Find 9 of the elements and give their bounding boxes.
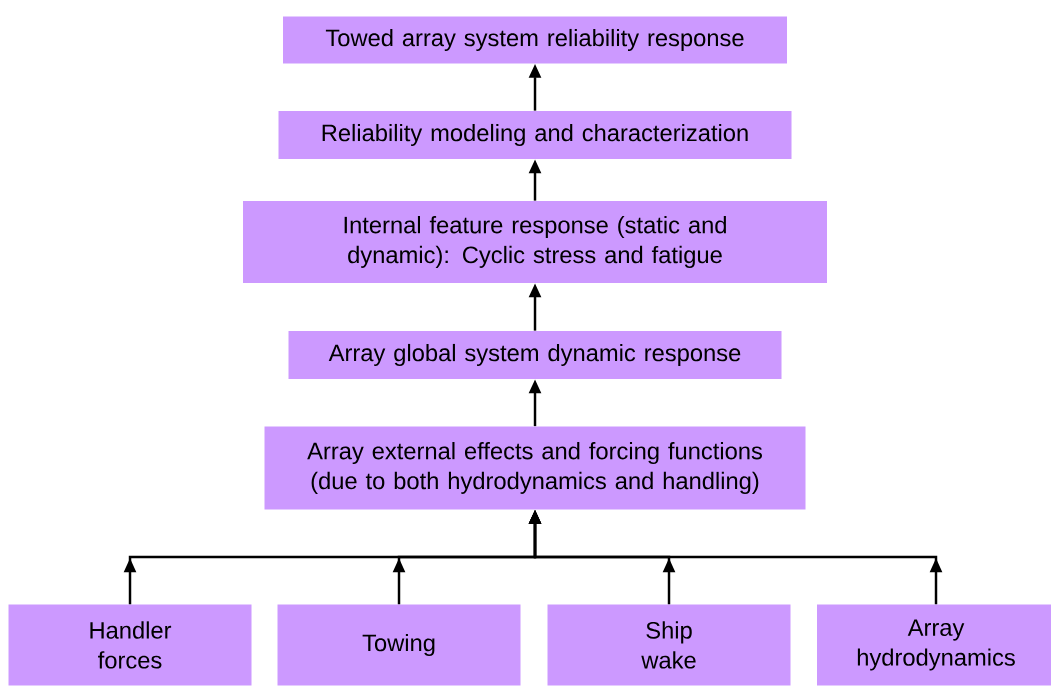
process-box: Array global system dynamic response bbox=[288, 331, 782, 379]
process-box: Towing bbox=[277, 604, 521, 686]
process-box: Handler forces bbox=[8, 604, 252, 686]
process-box: Towed array system reliability response bbox=[283, 16, 787, 64]
process-box: Internal feature response (static and dynamic): Cyclic stress and fatigue bbox=[243, 201, 827, 283]
process-box: Array external effects and forcing functions (due to both hydrodynamics and handling) bbox=[264, 426, 806, 510]
process-box: Reliability modeling and characterization bbox=[278, 111, 792, 159]
process-box: Array hydrodynamics bbox=[817, 604, 1051, 686]
process-box: Ship wake bbox=[547, 604, 791, 686]
